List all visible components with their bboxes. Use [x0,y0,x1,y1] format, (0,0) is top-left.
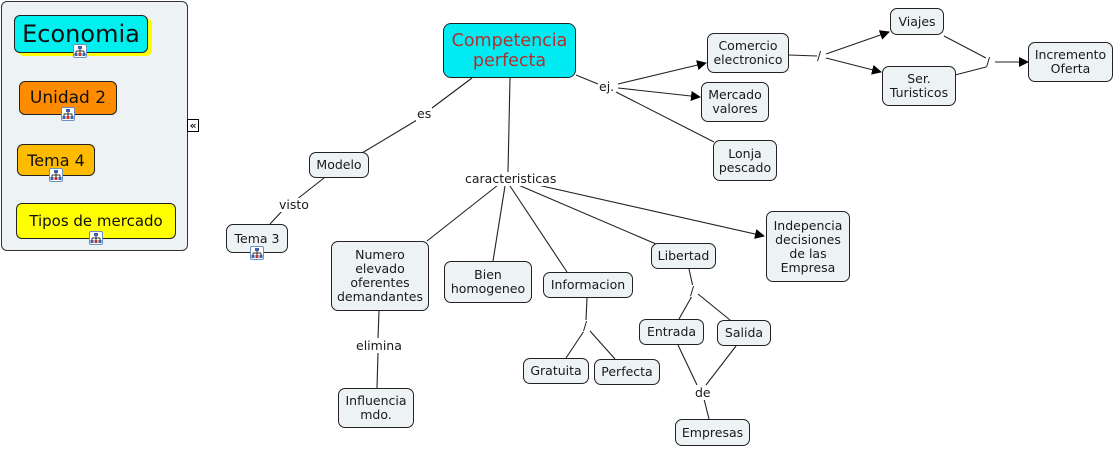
concept-label: Modelo [316,157,362,172]
concept-label: Influencia mdo. [345,393,407,422]
concept-label: Entrada [646,324,697,339]
concept-ser-turisticos[interactable]: Ser. Turisticos [882,66,956,106]
line-ej-lonja [615,91,715,143]
line-c-indep [519,180,765,239]
nav-label: Tema 4 [27,150,85,170]
concept-label: Bien homogeneo [450,267,526,296]
line-numero-elimina [377,310,380,339]
concept-bien-homogeneo[interactable]: Bien homogeneo [444,261,532,303]
line-main-caract [507,77,511,173]
link-label-caracteristicas: caracteristicas [464,171,558,186]
collapse-panel-button[interactable]: « [187,119,199,132]
concept-label: Gratuita [530,363,582,378]
line-c-info [509,185,568,273]
concept-label: Mercado valores [708,87,762,116]
line-ser-slash [954,66,987,76]
concept-label: Viajes [898,13,936,29]
nav-label: Unidad 2 [29,88,107,108]
concept-label: Informacion [550,277,626,292]
line-slash-gratuita [565,330,585,359]
concept-label: Comercio electronico [713,38,783,67]
concept-influencia-mdo[interactable]: Influencia mdo. [338,388,414,428]
link-label-visto: visto [278,197,310,212]
concept-label: Salida [724,325,764,340]
concept-label: Empresas [681,424,744,440]
concept-label: Tema 3 [234,230,280,246]
submap-icon[interactable] [49,168,63,182]
line-es-modelo [361,119,418,154]
line-slash-perfecta [589,330,616,360]
line-elimina-influencia [376,352,379,389]
line-slash-viajes [825,30,890,55]
concept-salida[interactable]: Salida [717,320,771,346]
concept-label: Lonja pescado [718,145,772,175]
concept-entrada[interactable]: Entrada [639,319,704,345]
line-visto-tema3 [269,209,284,225]
link-label-ej: ej. [598,79,616,94]
link-label-slash-informacion: / [583,319,588,333]
line-salida-de [705,345,737,386]
concept-label: Competencia perfecta [451,30,568,71]
link-label-slash-incremento: / [986,55,991,69]
nav-label: Economia [22,20,140,48]
concept-label: Perfecta [601,364,653,379]
concept-empresas[interactable]: Empresas [675,419,750,446]
line-slash-salida [697,293,731,321]
submap-icon[interactable] [73,44,87,58]
concept-perfecta[interactable]: Perfecta [594,359,660,385]
submap-icon[interactable] [61,107,75,121]
concept-mercado-valores[interactable]: Mercado valores [701,82,769,122]
concept-label: Incremento Oferta [1034,47,1107,76]
line-slash-entrada [678,295,693,320]
link-label-slash-comercio: / [817,49,822,63]
line-c-libertad [515,183,657,245]
line-de-empresas [703,398,710,420]
concept-indepencia-decisiones[interactable]: Indepencia decisiones de las Empresa [766,211,850,282]
line-main-ej [575,74,599,85]
concept-comercio-electronico[interactable]: Comercio electronico [707,33,789,73]
concept-viajes[interactable]: Viajes [890,8,944,35]
concept-informacion[interactable]: Informacion [543,272,633,298]
nav-label: Tipos de mercado [29,212,163,230]
line-ej-mercado [617,87,701,101]
submap-icon[interactable] [250,246,264,260]
concept-label: Ser. Turisticos [889,71,949,100]
link-label-de: de [694,385,712,400]
concept-competencia-perfecta[interactable]: Competencia perfecta [443,23,576,78]
line-c-numero [426,184,499,242]
line-slash-ser [825,57,882,75]
concept-label: Indepencia decisiones de las Empresa [773,217,843,275]
concept-label: Numero elevado oferentes demandantes [336,247,423,304]
concept-label: Libertad [657,248,710,263]
line-main-es [431,77,473,109]
line-viajes-slash [943,35,987,59]
line-info-slash [585,297,588,321]
concept-libertad[interactable]: Libertad [651,243,716,269]
line-c-bien [492,185,506,262]
concept-modelo[interactable]: Modelo [309,152,369,178]
concept-numero-elevado[interactable]: Numero elevado oferentes demandantes [331,241,429,311]
link-label-elimina: elimina [355,338,403,353]
submap-icon[interactable] [89,231,103,245]
line-ej-comercio [617,60,707,85]
double-chevron-left-icon: « [189,119,197,132]
concept-incremento-oferta[interactable]: Incremento Oferta [1028,42,1113,82]
concept-lonja-pescado[interactable]: Lonja pescado [713,140,777,181]
link-label-es: es [416,106,433,121]
line-entrada-de [677,344,698,386]
line-comercio-slash [788,54,818,57]
link-label-slash-libertad: / [690,284,695,298]
concept-gratuita[interactable]: Gratuita [523,358,589,384]
